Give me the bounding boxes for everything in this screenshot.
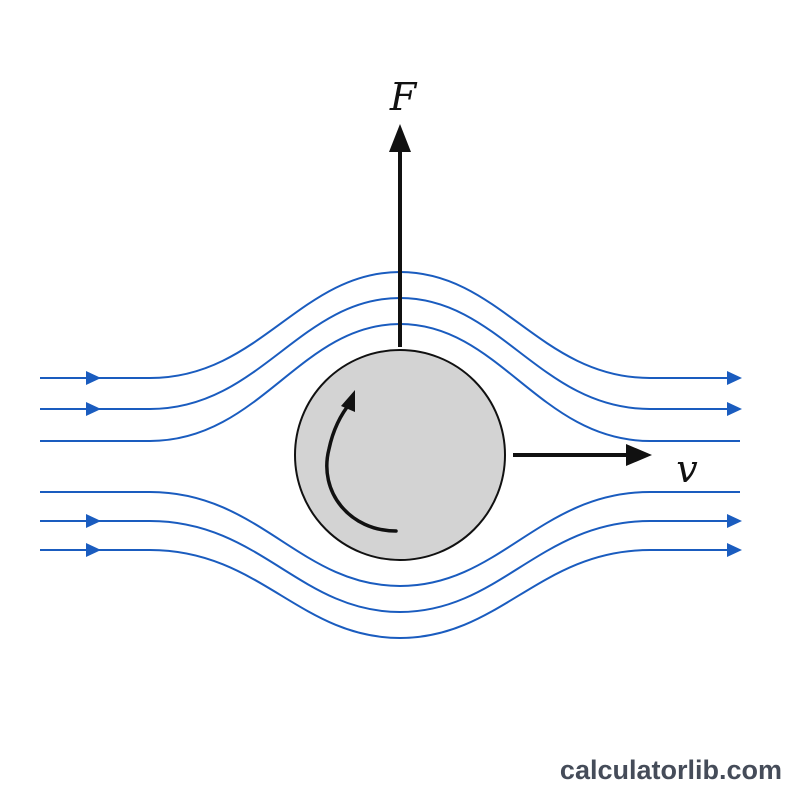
outflow-arrow-icon [727,543,742,557]
inflow-arrow-icon [86,543,101,557]
velocity-arrow-icon [513,444,652,466]
spin-arrow-icon [325,390,398,533]
inflow-arrow-icon [86,514,101,528]
force-arrow-icon [389,124,411,347]
outflow-arrowheads [727,371,742,557]
outflow-arrow-icon [727,402,742,416]
watermark-text: calculatorlib.com [559,755,782,785]
lower-streamlines [40,491,740,640]
streamline-lower-inner [40,491,740,588]
inflow-arrow-icon [86,402,101,416]
force-label: F [389,75,418,119]
inflow-arrowheads [86,371,101,557]
outflow-arrow-icon [727,371,742,385]
streamline-lower-outer [40,549,740,640]
outflow-arrow-icon [727,514,742,528]
velocity-label: v [676,447,698,491]
inflow-arrow-icon [86,371,101,385]
streamline-lower-middle [40,520,740,614]
